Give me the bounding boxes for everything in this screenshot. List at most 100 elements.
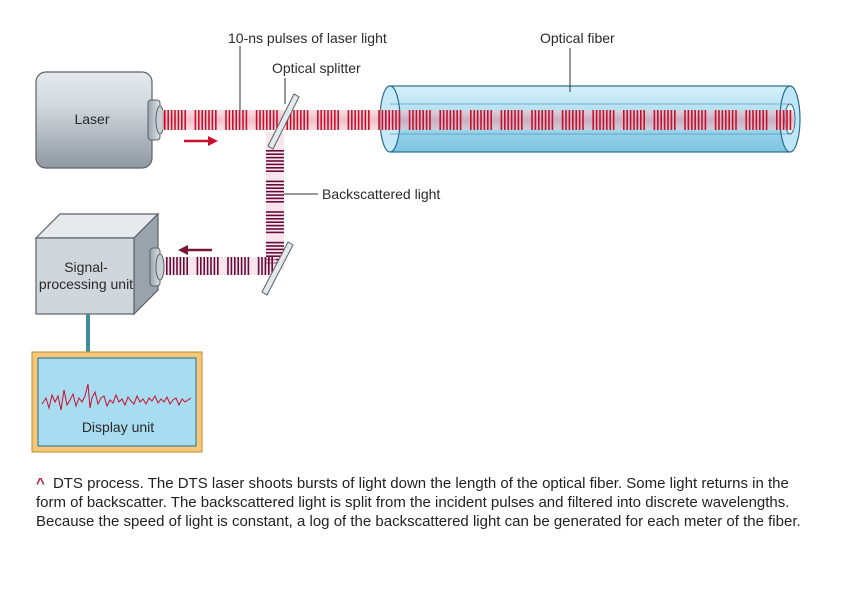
pulse-dash — [507, 110, 509, 130]
pulse-dash — [385, 110, 387, 130]
pulse-dash — [592, 110, 594, 130]
backscatter-dash — [266, 197, 284, 200]
pulse-dash — [225, 110, 227, 130]
pulse-dash — [487, 110, 489, 130]
backscatter-dash — [266, 241, 284, 244]
backscatter-dash — [266, 160, 284, 162]
backscatter-dash — [179, 257, 182, 275]
caption-text: DTS process. The DTS laser shoots bursts… — [36, 475, 801, 530]
pulse-dash — [242, 110, 244, 130]
pulse-dash — [510, 110, 513, 130]
pulse-dash — [538, 110, 540, 130]
pulse-dash — [490, 110, 492, 130]
pulse-dash — [691, 110, 693, 130]
pulse-dash — [643, 110, 645, 130]
pulse-dash — [215, 110, 217, 130]
pulse-dash — [548, 110, 550, 130]
pulse-dash — [357, 110, 360, 130]
pulse-dash — [201, 110, 203, 130]
pulse-dash — [636, 110, 639, 130]
pulse-dash — [480, 110, 482, 130]
backscatter-dash — [271, 257, 273, 275]
backscatter-pulses-horizontal — [166, 257, 273, 275]
pulse-dash — [714, 110, 717, 130]
backscatter-dash — [266, 163, 284, 166]
pulse-dash — [670, 110, 673, 130]
backscatter-dash — [257, 257, 260, 275]
pulse-dash — [578, 110, 581, 130]
pulse-dash — [534, 110, 537, 130]
pulse-dash — [266, 110, 268, 130]
pulse-dash — [694, 110, 696, 130]
pulse-dash — [198, 110, 200, 130]
backscatter-dash — [266, 228, 284, 230]
backscatter-dash — [266, 224, 284, 227]
backscatter-dash — [172, 257, 175, 275]
pulse-dash — [164, 110, 166, 130]
backscatter-dash — [266, 194, 284, 196]
pulse-dash — [752, 110, 754, 130]
backscatter-label: Backscattered light — [322, 186, 440, 202]
backscatter-dash — [217, 257, 219, 275]
pulse-dash — [623, 110, 625, 130]
backscatter-dash — [237, 257, 239, 275]
pulse-dash — [606, 110, 608, 130]
backscatter-dash — [227, 257, 229, 275]
pulse-dash — [330, 110, 333, 130]
pulse-dash — [208, 110, 210, 130]
pulse-dash — [561, 110, 564, 130]
backscatter-dash — [230, 257, 233, 275]
backscatter-dash — [266, 184, 284, 186]
backscatter-dash — [266, 245, 284, 247]
pulse-dash — [456, 110, 458, 130]
pulse-dash — [439, 110, 441, 130]
pulse-dash — [429, 110, 431, 130]
pulse-dash — [701, 110, 703, 130]
backscatter-dash — [203, 257, 205, 275]
pulse-dash — [663, 110, 666, 130]
backscatter-dash — [266, 150, 284, 152]
pulse-dash — [327, 110, 329, 130]
pulse-dash — [776, 110, 778, 130]
backscatter-dash — [268, 257, 270, 275]
backscatter-dash — [266, 214, 284, 217]
backscatter-dash — [266, 156, 284, 159]
pulse-dash — [167, 110, 169, 130]
pulse-dash — [194, 110, 197, 130]
pulse-dash — [388, 110, 390, 130]
pulse-dash — [731, 110, 734, 130]
backscatter-dash — [166, 257, 168, 275]
pulse-dash — [653, 110, 656, 130]
incident-pulses — [164, 110, 792, 130]
caption-marker: ^ — [36, 475, 45, 492]
pulse-dash — [721, 110, 724, 130]
waveform-trace — [41, 383, 192, 411]
pulse-dash — [762, 110, 764, 130]
pulse-dash — [718, 110, 720, 130]
backscatter-dash — [266, 190, 284, 193]
pulse-dash — [334, 110, 336, 130]
pulse-dash — [442, 110, 445, 130]
pulse-dash — [657, 110, 659, 130]
backscatter-dash — [266, 231, 284, 234]
pulse-dash — [599, 110, 601, 130]
pulse-dash — [368, 110, 370, 130]
pulse-dash — [449, 110, 452, 130]
pulse-dash — [565, 110, 567, 130]
pulse-dash — [765, 110, 768, 130]
pulse-dash — [391, 110, 394, 130]
backscatter-dash — [264, 257, 267, 275]
backscatter-dash — [169, 257, 171, 275]
pulse-dash — [541, 110, 543, 130]
pulse-dash — [170, 110, 173, 130]
pulse-dash — [633, 110, 635, 130]
backscatter-dash — [266, 170, 284, 172]
pulse-dash — [235, 110, 237, 130]
pulse-dash — [293, 110, 295, 130]
pulse-dash — [684, 110, 686, 130]
pulse-dash — [381, 110, 384, 130]
pulse-dash — [782, 110, 785, 130]
backscatter-dash — [247, 257, 250, 275]
laser-label: Laser — [74, 111, 109, 127]
pulse-dash — [568, 110, 571, 130]
